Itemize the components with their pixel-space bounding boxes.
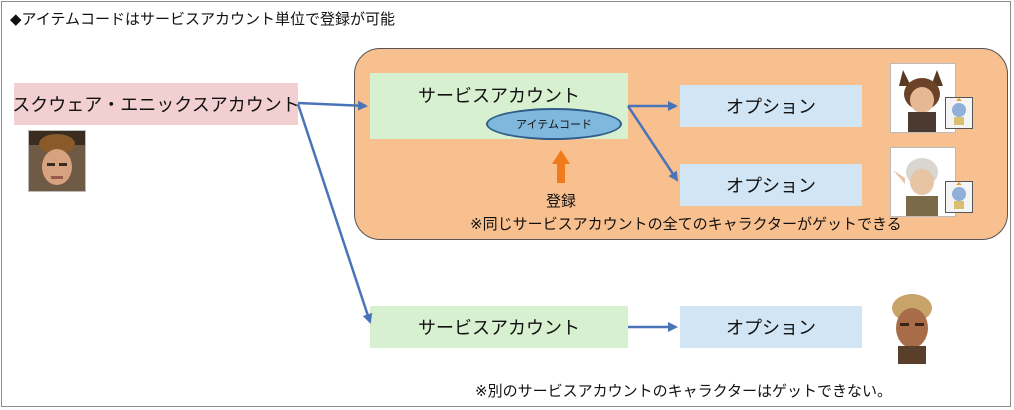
register-label: 登録	[546, 192, 577, 210]
note-other: ※別のサービスアカウントのキャラクターはゲットできない。	[475, 382, 892, 400]
item-code-ellipse: アイテムコード	[486, 108, 622, 140]
up-arrow-icon	[552, 150, 570, 183]
note-shared: ※同じサービスアカウントの全てのキャラクターがゲットできる	[470, 215, 902, 233]
arrow-icon	[297, 100, 368, 111]
chocobo-icon	[945, 181, 973, 213]
page-title: ◆アイテムコードはサービスアカウント単位で登録が可能	[10, 10, 396, 28]
arrow-icon	[296, 103, 373, 324]
arrow-icon	[626, 105, 679, 182]
character-portrait	[880, 290, 944, 364]
character-portrait	[890, 147, 956, 217]
option-box-3: オプション	[680, 306, 862, 348]
square-enix-account-box: スクウェア・エニックスアカウント	[12, 83, 300, 125]
option-box-1: オプション	[680, 85, 862, 127]
service-account-label-top: サービスアカウント	[418, 86, 580, 107]
character-portrait	[890, 63, 956, 133]
service-account-box-bottom: サービスアカウント	[370, 306, 628, 348]
option-box-2: オプション	[680, 164, 862, 206]
user-portrait	[28, 130, 86, 192]
chocobo-icon	[945, 97, 973, 129]
